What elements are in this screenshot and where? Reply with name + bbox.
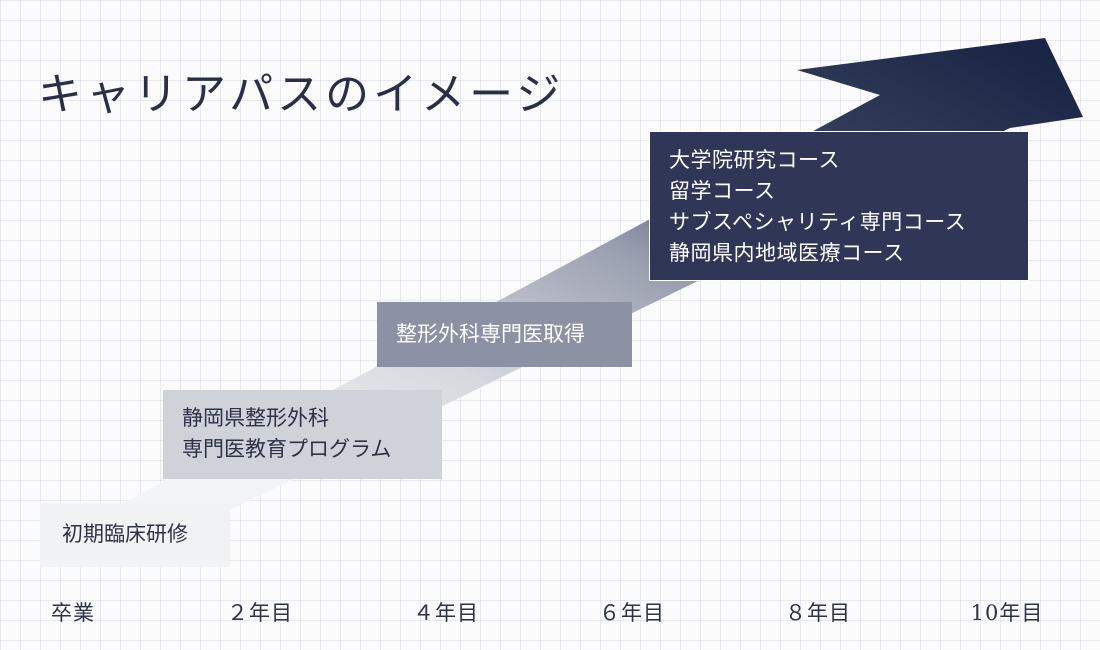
- timeline-label-year-4: ４年目: [413, 601, 479, 625]
- stage-3-line-1: 整形外科専門医取得: [396, 322, 585, 346]
- stage-2-line-1: 静岡県整形外科: [182, 406, 329, 430]
- stage-specialist-program: 静岡県整形外科 専門医教育プログラム: [163, 390, 442, 479]
- timeline-label-year-6: ６年目: [599, 601, 665, 625]
- stage-4-line-1: 大学院研究コース: [669, 148, 840, 172]
- stage-specialist-certification: 整形外科専門医取得: [377, 302, 632, 367]
- timeline-label-year-2: ２年目: [227, 601, 293, 625]
- stage-advanced-courses: 大学院研究コース 留学コース サブスペシャリティ専門コース 静岡県内地域医療コー…: [649, 131, 1029, 281]
- timeline-label-year-10: 10年目: [970, 601, 1044, 625]
- stage-4-line-4: 静岡県内地域医療コース: [669, 241, 905, 265]
- stage-initial-training: 初期臨床研修: [40, 503, 230, 567]
- stage-4-line-2: 留学コース: [669, 179, 776, 203]
- stage-1-line-1: 初期臨床研修: [62, 522, 188, 546]
- page-title: キャリアパスのイメージ: [38, 69, 565, 120]
- stage-2-line-2: 専門医教育プログラム: [182, 437, 392, 461]
- timeline-label-graduation: 卒業: [51, 601, 95, 625]
- timeline-label-year-8: ８年目: [785, 601, 851, 625]
- stage-4-line-3: サブスペシャリティ専門コース: [669, 210, 967, 234]
